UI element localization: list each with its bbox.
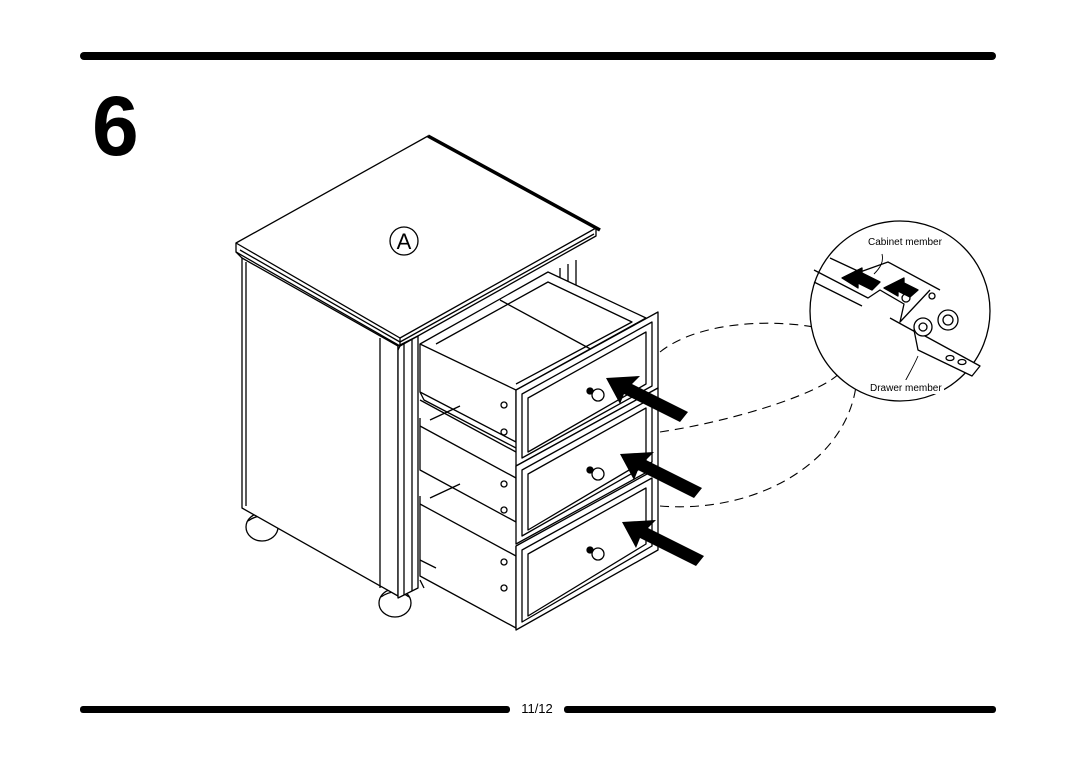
part-letter: A [397,229,412,254]
step-number: 6 [92,79,139,173]
footer-rule-left [80,706,510,713]
drawer-middle [419,387,659,545]
cabinet-front-post [397,335,419,599]
push-arrows [606,376,704,566]
slide-detail-callout [809,220,991,402]
drawer-bottom [419,467,659,631]
push-arrow-top [606,376,688,422]
drawer-member-label: Drawer member [870,383,942,394]
push-arrow-bottom [622,520,704,566]
header-rule [80,52,996,60]
footer-rule-right [564,706,996,713]
footer: 11/12 [80,701,996,717]
part-marker: A [389,226,419,256]
page-number: 11/12 [521,701,553,716]
drawer-top [419,271,659,467]
cabinet-member-label: Cabinet member [868,237,943,248]
push-arrow-middle [620,452,702,498]
callout-leader-lines [659,322,857,508]
